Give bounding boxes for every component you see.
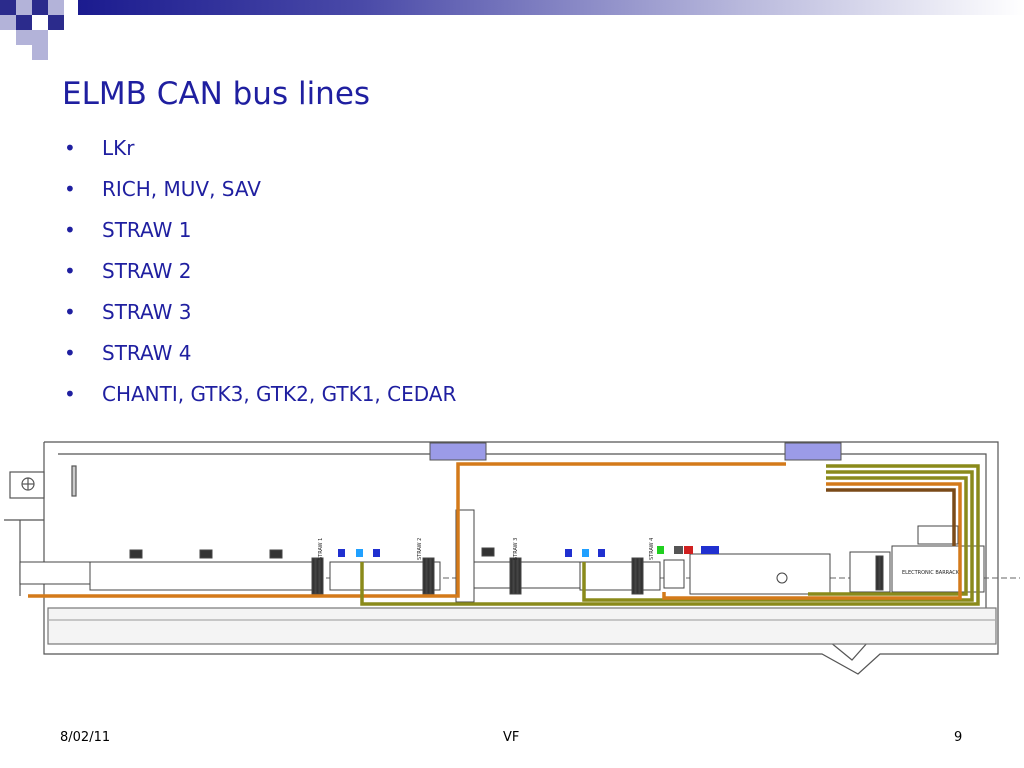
access-box [429,442,487,461]
can-line-orange [28,462,786,598]
footer-author: VF [503,730,520,745]
can-line-brown [826,488,956,546]
can-line-olive [808,476,968,596]
bullet-icon: • [64,218,76,242]
bullet-item: •STRAW 1 [62,215,456,256]
footer-page-number: 9 [954,730,963,745]
bullet-item: •STRAW 4 [62,338,456,379]
label-straw2: STRAW 2 [417,538,423,560]
elmb-markers [338,546,719,557]
bullet-icon: • [64,259,76,283]
bullet-icon: • [64,341,76,365]
access-box [784,442,842,461]
beamline [19,509,1020,603]
bullet-icon: • [64,136,76,160]
bullet-item: •STRAW 3 [62,297,456,338]
bullet-icon: • [64,300,76,324]
header-gradient-bar [78,0,1024,15]
can-bus-cables [28,462,980,606]
label-straw4: STRAW 4 [649,538,655,560]
bullet-item: •CHANTI, GTK3, GTK2, GTK1, CEDAR [62,379,456,420]
can-bus-layout-diagram: STRAW 1 STRAW 2 STRAW 3 STRAW 4 ELECTRON… [4,441,1020,675]
corner-decoration [0,0,80,60]
bullet-item: •STRAW 2 [62,256,456,297]
detector-labels: STRAW 1 STRAW 2 STRAW 3 STRAW 4 ELECTRON… [318,538,960,576]
label-straw1: STRAW 1 [318,538,324,560]
footer-date: 8/02/11 [60,730,111,745]
can-line-olive [360,464,980,606]
slide-title: ELMB CAN bus lines [62,76,371,112]
label-straw3: STRAW 3 [513,538,519,560]
label-electronic-barrack: ELECTRONIC BARRACK [902,570,960,576]
bullet-item: •LKr [62,133,456,174]
can-line-olive [582,470,974,602]
tunnel-walls [4,441,999,675]
can-line-orange [662,482,962,600]
bullet-icon: • [64,177,76,201]
access-boxes [429,442,842,461]
bullet-item: •RICH, MUV, SAV [62,174,456,215]
bullet-list: •LKr •RICH, MUV, SAV •STRAW 1 •STRAW 2 •… [62,133,456,420]
bullet-icon: • [64,382,76,406]
